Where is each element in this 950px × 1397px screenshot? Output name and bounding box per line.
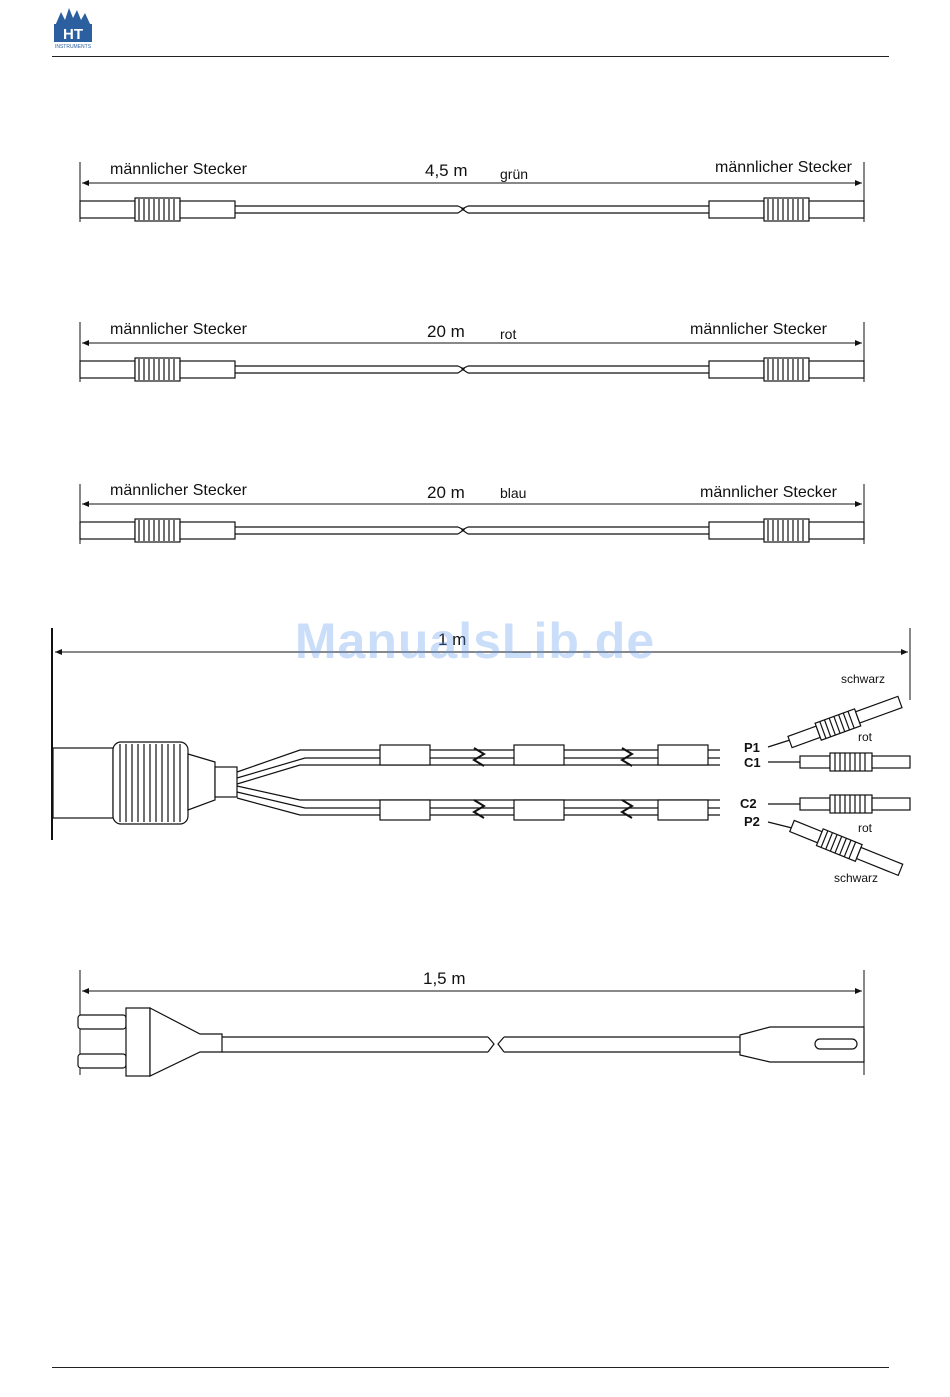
left-plug xyxy=(80,358,235,381)
lead-plug-p2 xyxy=(789,818,904,879)
right-connector-label: männlicher Stecker xyxy=(690,321,828,338)
upper-branch xyxy=(237,745,720,784)
mains-plug xyxy=(78,1008,222,1076)
left-connector-label: männlicher Stecker xyxy=(110,161,248,178)
cable-length: 20 m xyxy=(427,322,465,341)
left-connector-label: männlicher Stecker xyxy=(110,321,248,338)
right-connector-label: männlicher Stecker xyxy=(700,484,838,501)
power-cable: 1,5 m xyxy=(78,969,864,1076)
right-plug xyxy=(709,198,864,221)
lead-color-label: schwarz xyxy=(834,871,878,885)
multi-pin-connector xyxy=(53,742,237,824)
iec-connector xyxy=(740,1027,864,1062)
right-connector-label: männlicher Stecker xyxy=(715,159,853,176)
lead-color-label: rot xyxy=(858,821,873,835)
cable-color: grün xyxy=(500,166,528,182)
power-cable-wire xyxy=(222,1037,740,1052)
cable-length: 20 m xyxy=(427,483,465,502)
cable-1: männlicher Stecker 4,5 m grün männlicher… xyxy=(80,159,864,222)
left-plug xyxy=(80,198,235,221)
cable-wire xyxy=(235,366,709,373)
right-plug xyxy=(709,519,864,542)
left-connector-label: männlicher Stecker xyxy=(110,482,248,499)
lead-plug-c2 xyxy=(800,795,910,813)
lead-plug-c1 xyxy=(800,753,910,771)
terminal-label: P2 xyxy=(744,814,760,829)
cable-3: männlicher Stecker 20 m blau männlicher … xyxy=(80,482,864,544)
probe-cable: 1 m xyxy=(52,628,910,885)
cable-color: rot xyxy=(500,326,516,342)
right-plug xyxy=(709,358,864,381)
footer-rule xyxy=(52,1367,889,1368)
terminal-label: C2 xyxy=(740,796,757,811)
cable-2: männlicher Stecker 20 m rot männlicher S… xyxy=(80,321,864,382)
cable-wire xyxy=(235,206,709,213)
probe-cable-length: 1 m xyxy=(438,630,466,649)
cable-wire xyxy=(235,527,709,534)
lead-plug-p1 xyxy=(787,694,903,751)
lead-wires xyxy=(768,740,800,828)
lead-color-label: rot xyxy=(858,730,873,744)
lower-branch xyxy=(237,786,720,820)
power-cable-length: 1,5 m xyxy=(423,969,466,988)
left-plug xyxy=(80,519,235,542)
cable-color: blau xyxy=(500,485,526,501)
terminal-label: P1 xyxy=(744,740,760,755)
cable-length: 4,5 m xyxy=(425,161,468,180)
terminal-label: C1 xyxy=(744,755,761,770)
lead-color-label: schwarz xyxy=(841,672,885,686)
